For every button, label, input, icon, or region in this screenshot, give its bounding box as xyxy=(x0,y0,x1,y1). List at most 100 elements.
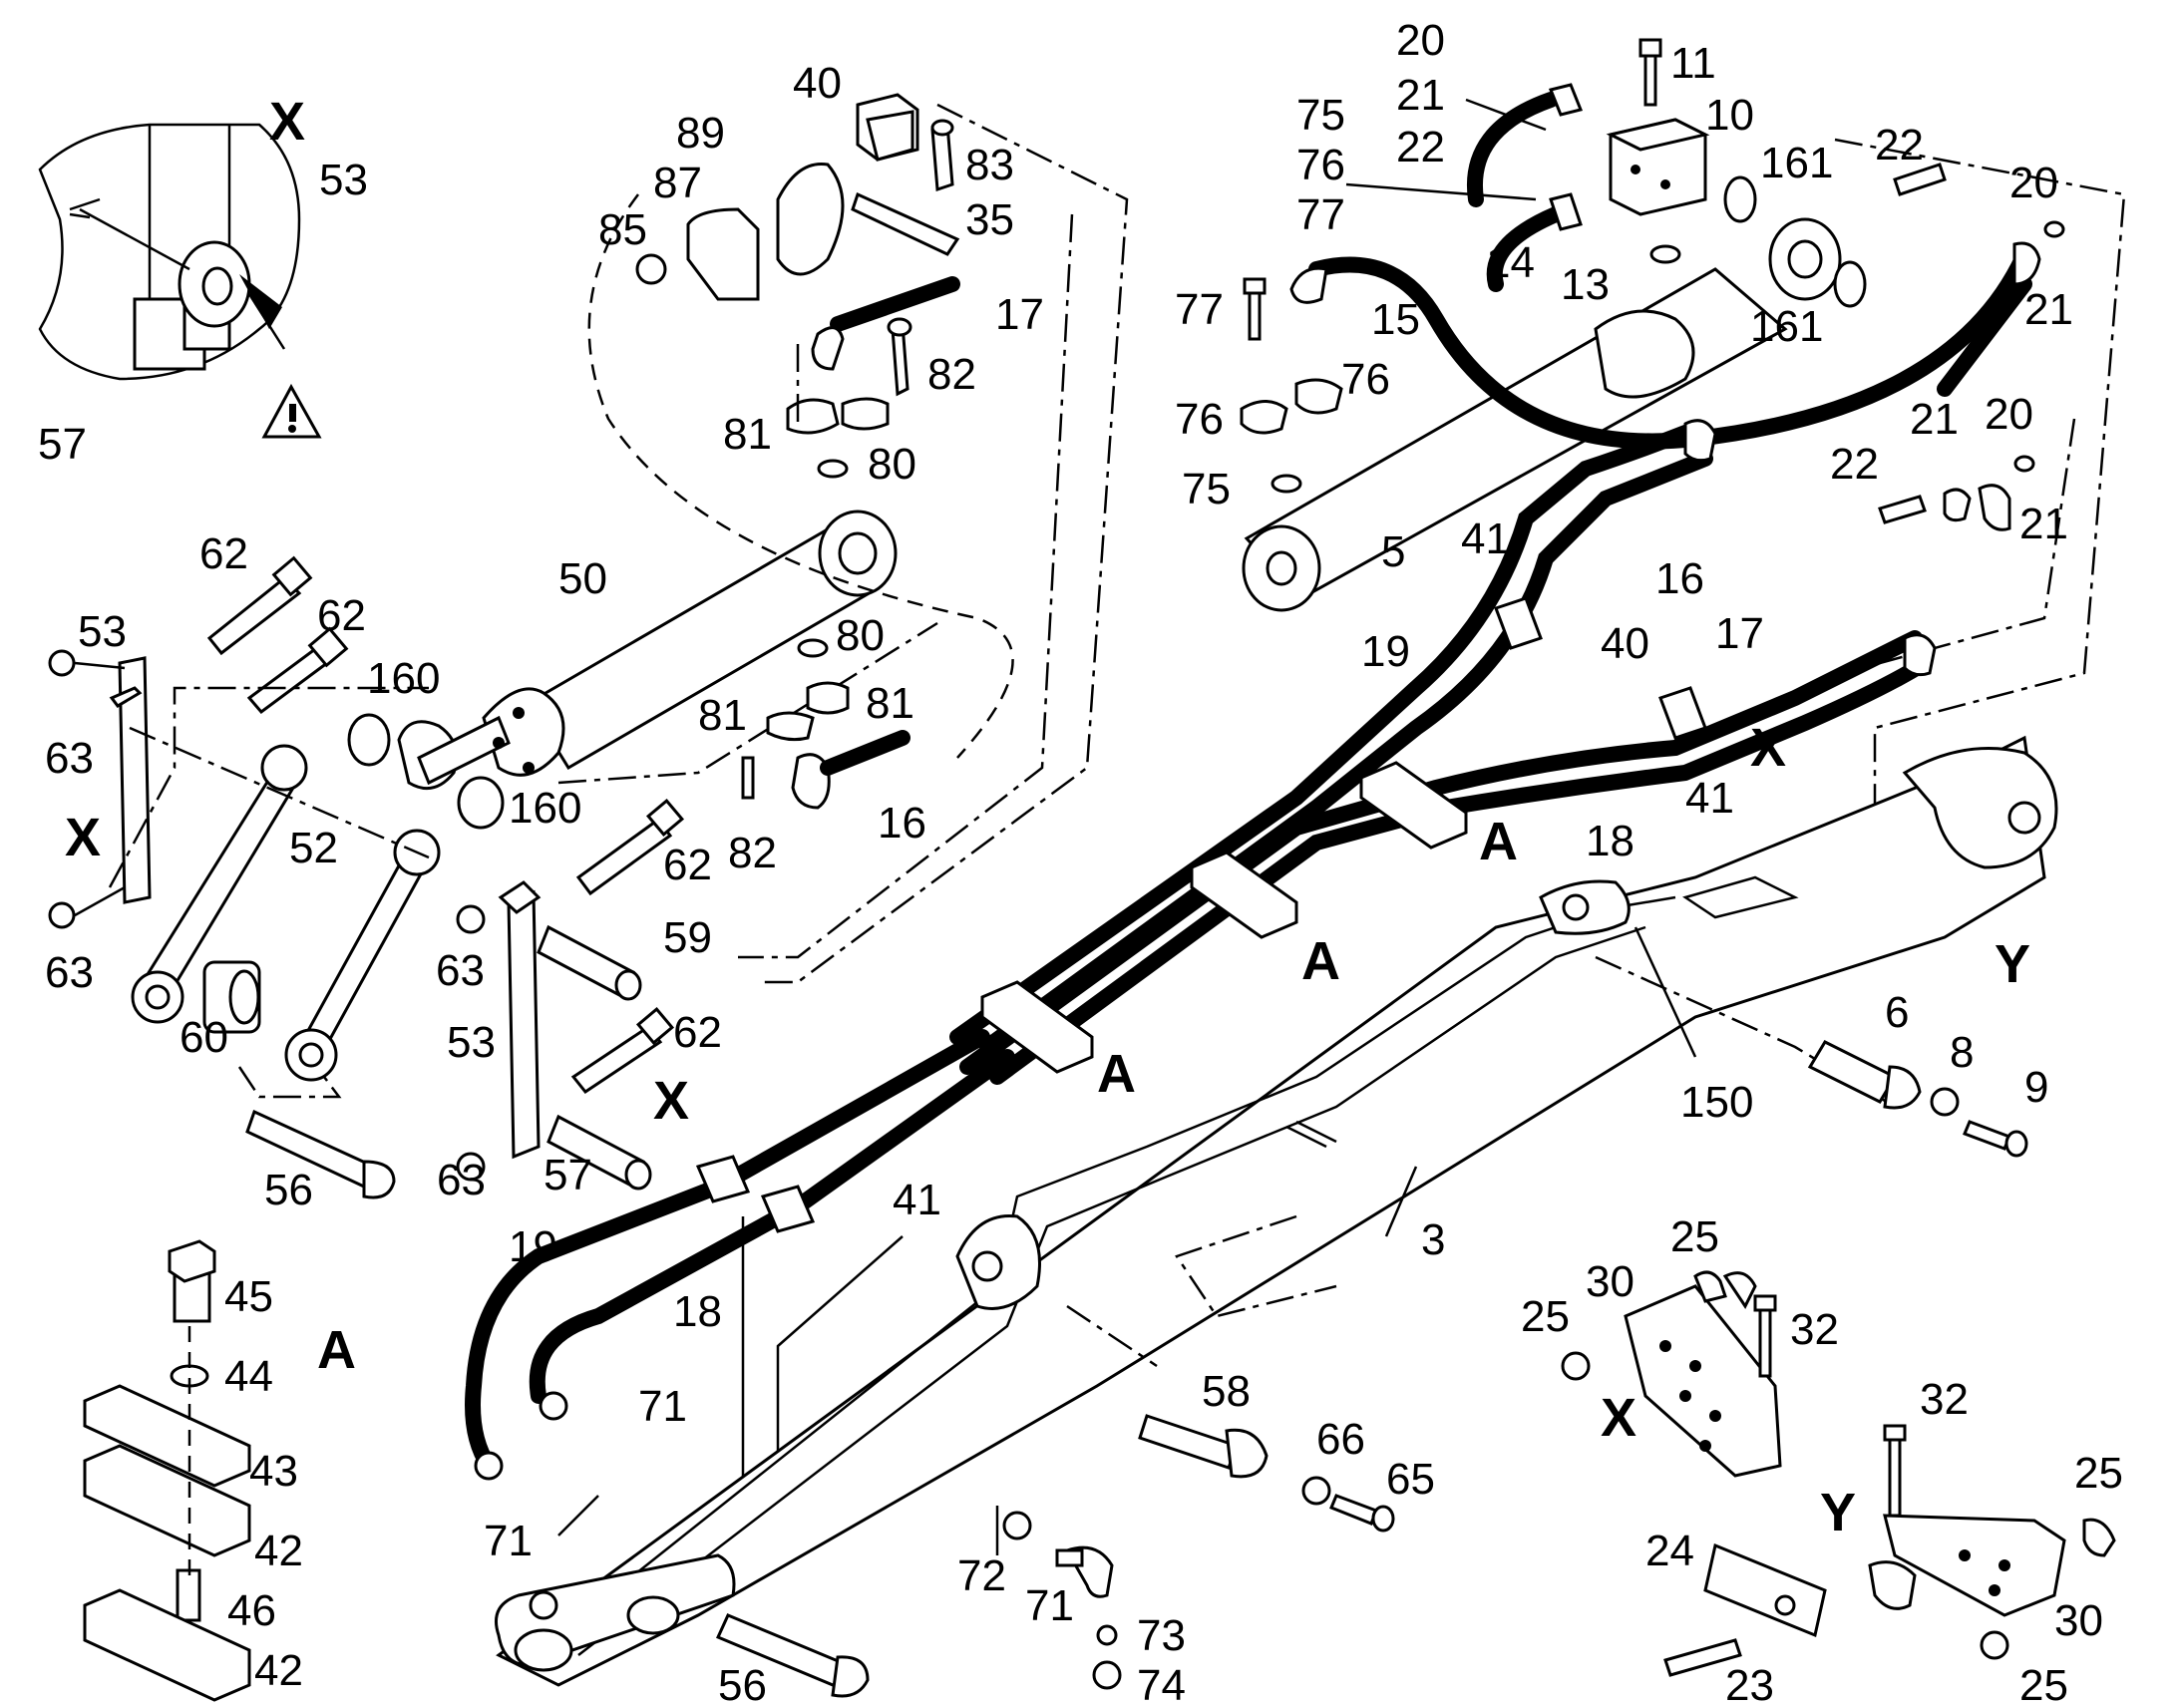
callout-65: 65 xyxy=(1386,1455,1435,1504)
callout-24: 24 xyxy=(1645,1527,1694,1575)
arm-links-group xyxy=(48,555,685,1199)
pin-56-lower-group xyxy=(529,1495,1122,1698)
bucket-cylinder-50 xyxy=(417,193,1014,786)
callout-57: 57 xyxy=(544,1151,592,1199)
callout-46: 46 xyxy=(227,1586,276,1635)
callout-58: 58 xyxy=(1202,1367,1251,1416)
hose-bundle xyxy=(465,419,1937,1555)
callout-63: 63 xyxy=(45,734,94,783)
hose-clamp-a-1 xyxy=(980,980,1094,1074)
detail-letter-a-clamp-1: A xyxy=(1097,1044,1136,1104)
callout-20: 20 xyxy=(2009,159,2058,207)
callout-20: 20 xyxy=(1396,16,1445,65)
lower-clamp-group xyxy=(741,638,910,810)
callout-53: 53 xyxy=(447,1018,496,1067)
callout-22: 22 xyxy=(1396,123,1445,171)
callout-20: 20 xyxy=(1985,390,2033,439)
callout-71: 71 xyxy=(638,1382,687,1431)
callout-71: 71 xyxy=(484,1517,533,1565)
callout-19: 19 xyxy=(1361,627,1410,676)
hose-clamp-a-2 xyxy=(1190,851,1298,939)
detail-letter-x-bracket: X xyxy=(1601,1388,1636,1448)
upper-clamp-group xyxy=(635,93,1129,984)
callout-11: 11 xyxy=(1670,39,1716,88)
detail-letter-a-clamp-3: A xyxy=(1479,812,1518,871)
callout-32: 32 xyxy=(1920,1375,1969,1424)
callout-83: 83 xyxy=(965,141,1014,189)
boom-3 xyxy=(495,735,2058,1687)
callout-16: 16 xyxy=(878,799,926,848)
callout-82: 82 xyxy=(927,350,976,399)
callout-161: 161 xyxy=(1760,139,1833,187)
callout-23: 23 xyxy=(1725,1661,1774,1708)
callout-32: 32 xyxy=(1790,1305,1839,1354)
callout-77: 77 xyxy=(1296,190,1345,239)
callout-80: 80 xyxy=(836,611,885,660)
callout-62: 62 xyxy=(317,591,366,640)
callout-14: 14 xyxy=(1486,238,1535,287)
detail-letter-a-clamp-2: A xyxy=(1301,931,1340,991)
callout-30: 30 xyxy=(1586,1257,1635,1306)
detail-letter-y-boom: Y xyxy=(1995,934,2030,994)
callout-19: 19 xyxy=(509,1222,557,1271)
callout-21: 21 xyxy=(2019,500,2068,548)
pin-6-group xyxy=(1807,1040,2028,1158)
callout-85: 85 xyxy=(598,205,647,254)
callout-25: 25 xyxy=(2074,1449,2123,1498)
hose-clamp-a-3 xyxy=(1359,761,1468,850)
callout-labels: X 53 57 89 40 83 87 35 85 17 82 81 80 50… xyxy=(38,16,2123,1708)
callout-82: 82 xyxy=(728,829,777,877)
callout-17: 17 xyxy=(995,290,1044,339)
callout-9: 9 xyxy=(2024,1063,2048,1112)
callout-21: 21 xyxy=(1396,71,1445,120)
callout-160: 160 xyxy=(367,654,440,703)
callout-80: 80 xyxy=(868,440,916,489)
callout-41: 41 xyxy=(893,1176,941,1224)
callout-6: 6 xyxy=(1885,988,1909,1037)
callout-63: 63 xyxy=(45,948,94,997)
callout-25: 25 xyxy=(1670,1212,1719,1261)
detail-letter-x-boom: X xyxy=(1750,718,1786,778)
callout-59: 59 xyxy=(663,913,712,962)
callout-35: 35 xyxy=(965,195,1014,244)
callout-56: 56 xyxy=(718,1661,767,1708)
callout-17: 17 xyxy=(1715,609,1764,658)
callout-42: 42 xyxy=(254,1527,303,1575)
callout-56: 56 xyxy=(264,1166,313,1214)
callout-40: 40 xyxy=(1601,619,1649,668)
callout-76: 76 xyxy=(1296,141,1345,189)
detail-letter-x-title: X xyxy=(269,92,305,152)
callout-71: 71 xyxy=(1025,1581,1074,1630)
callout-75: 75 xyxy=(1182,465,1231,513)
callout-30: 30 xyxy=(2054,1596,2103,1645)
callout-21: 21 xyxy=(2024,285,2073,334)
callout-60: 60 xyxy=(180,1013,228,1062)
callout-40: 40 xyxy=(793,59,842,108)
callout-25: 25 xyxy=(2019,1661,2068,1708)
callout-81: 81 xyxy=(698,691,747,740)
callout-81: 81 xyxy=(866,679,914,728)
callout-72: 72 xyxy=(957,1551,1006,1600)
callout-42: 42 xyxy=(254,1646,303,1695)
callout-3: 3 xyxy=(1421,1215,1445,1264)
callout-5: 5 xyxy=(1381,527,1405,576)
callout-53: 53 xyxy=(319,156,368,204)
detail-x-pin-lock xyxy=(38,123,322,439)
callout-22: 22 xyxy=(1875,121,1924,170)
detail-x-bracket xyxy=(1561,1270,1782,1478)
callout-87: 87 xyxy=(653,159,702,207)
callout-15: 15 xyxy=(1371,295,1420,344)
callout-77: 77 xyxy=(1175,285,1224,334)
callout-25: 25 xyxy=(1521,1292,1570,1341)
pin-58-group xyxy=(1138,1414,1395,1533)
callout-52: 52 xyxy=(289,824,338,872)
callout-22: 22 xyxy=(1830,440,1879,489)
callout-89: 89 xyxy=(676,109,725,158)
callout-41: 41 xyxy=(1685,774,1734,823)
callout-63: 63 xyxy=(437,1156,486,1204)
callout-16: 16 xyxy=(1655,554,1704,603)
detail-letter-a: A xyxy=(317,1320,356,1380)
callout-76: 76 xyxy=(1175,395,1224,444)
callout-73: 73 xyxy=(1137,1611,1186,1660)
